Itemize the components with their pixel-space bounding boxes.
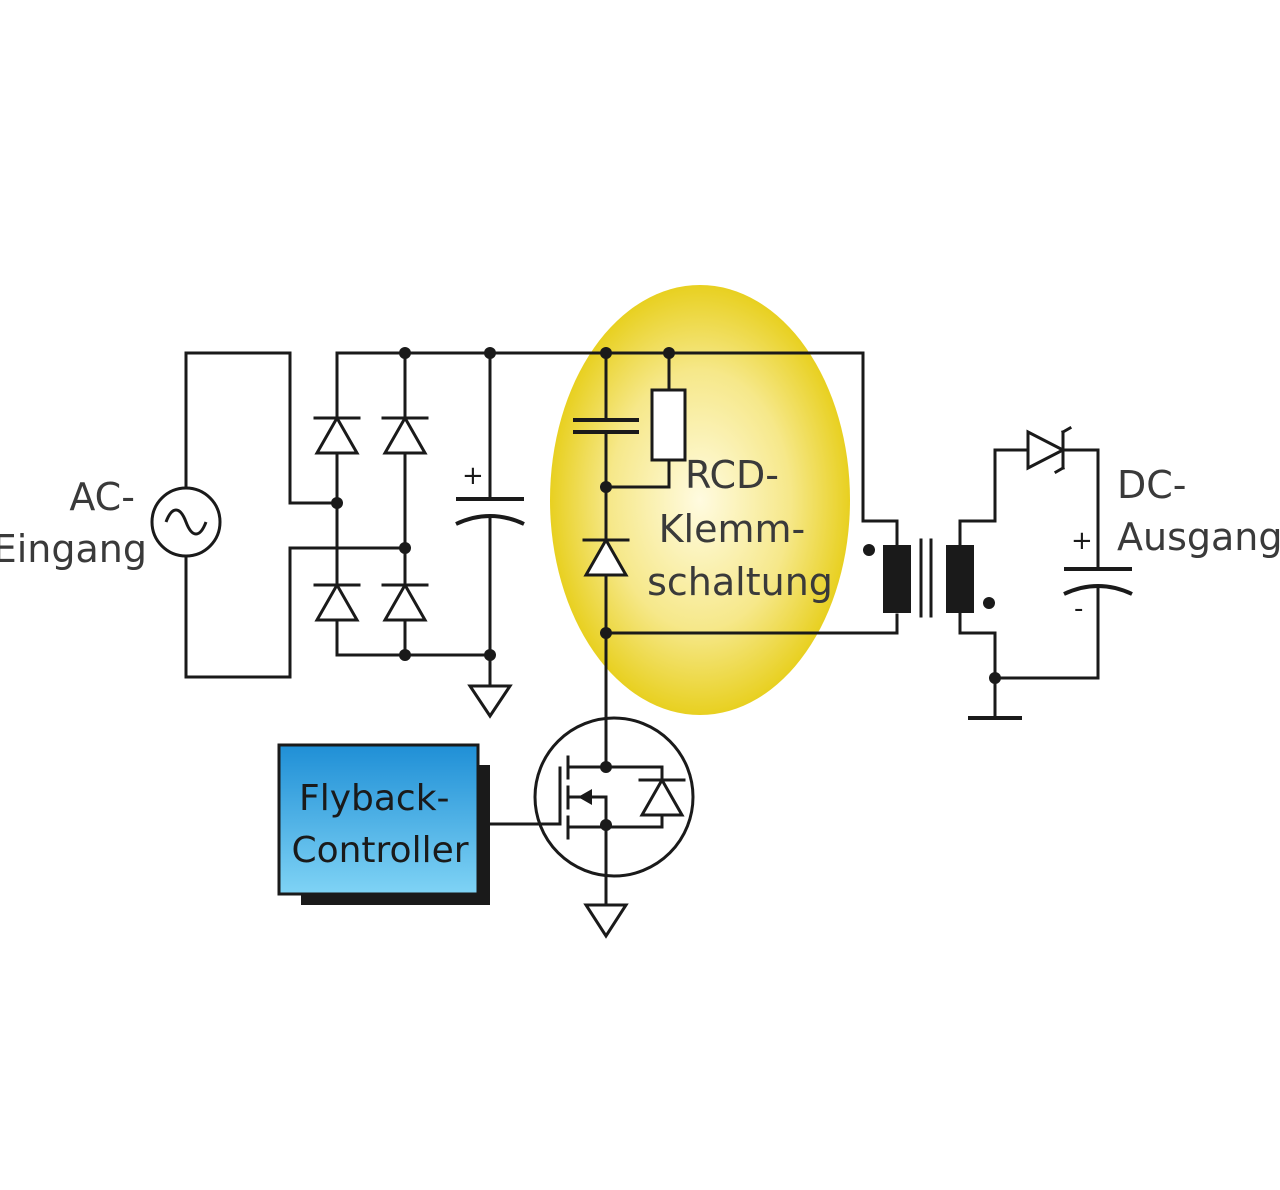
clamp-diode: [583, 536, 629, 577]
ground-icon: [583, 903, 629, 939]
flyback-controller: [277, 743, 490, 905]
clamp-resistor: [650, 388, 687, 462]
mosfet-switch: [478, 715, 695, 939]
sine-icon: [164, 508, 208, 536]
bridge-diode-2: [382, 414, 428, 455]
output-diode: [1026, 429, 1067, 471]
output-cap-plus: +: [1071, 526, 1093, 556]
bridge-diode-3: [314, 581, 360, 622]
output-stage: [968, 425, 1133, 720]
dc-output-label: DC- Ausgang: [1117, 463, 1280, 559]
flyback-transformer: [861, 351, 1030, 720]
controller-label: Flyback- Controller: [291, 778, 468, 871]
ac-input-label: AC- Eingang: [0, 475, 147, 571]
input-cap-plus: +: [462, 461, 484, 491]
ac-source: [150, 351, 407, 679]
bridge-diode-4: [382, 581, 428, 622]
rcd-clamp: [573, 347, 899, 762]
clamp-highlight: [550, 285, 850, 715]
bridge-diode-1: [314, 414, 360, 455]
output-cap-minus: -: [1074, 594, 1083, 624]
clamp-label: RCD- Klemm- schaltung: [647, 453, 833, 604]
ground-icon: [467, 684, 513, 719]
input-capacitor: [455, 347, 525, 719]
